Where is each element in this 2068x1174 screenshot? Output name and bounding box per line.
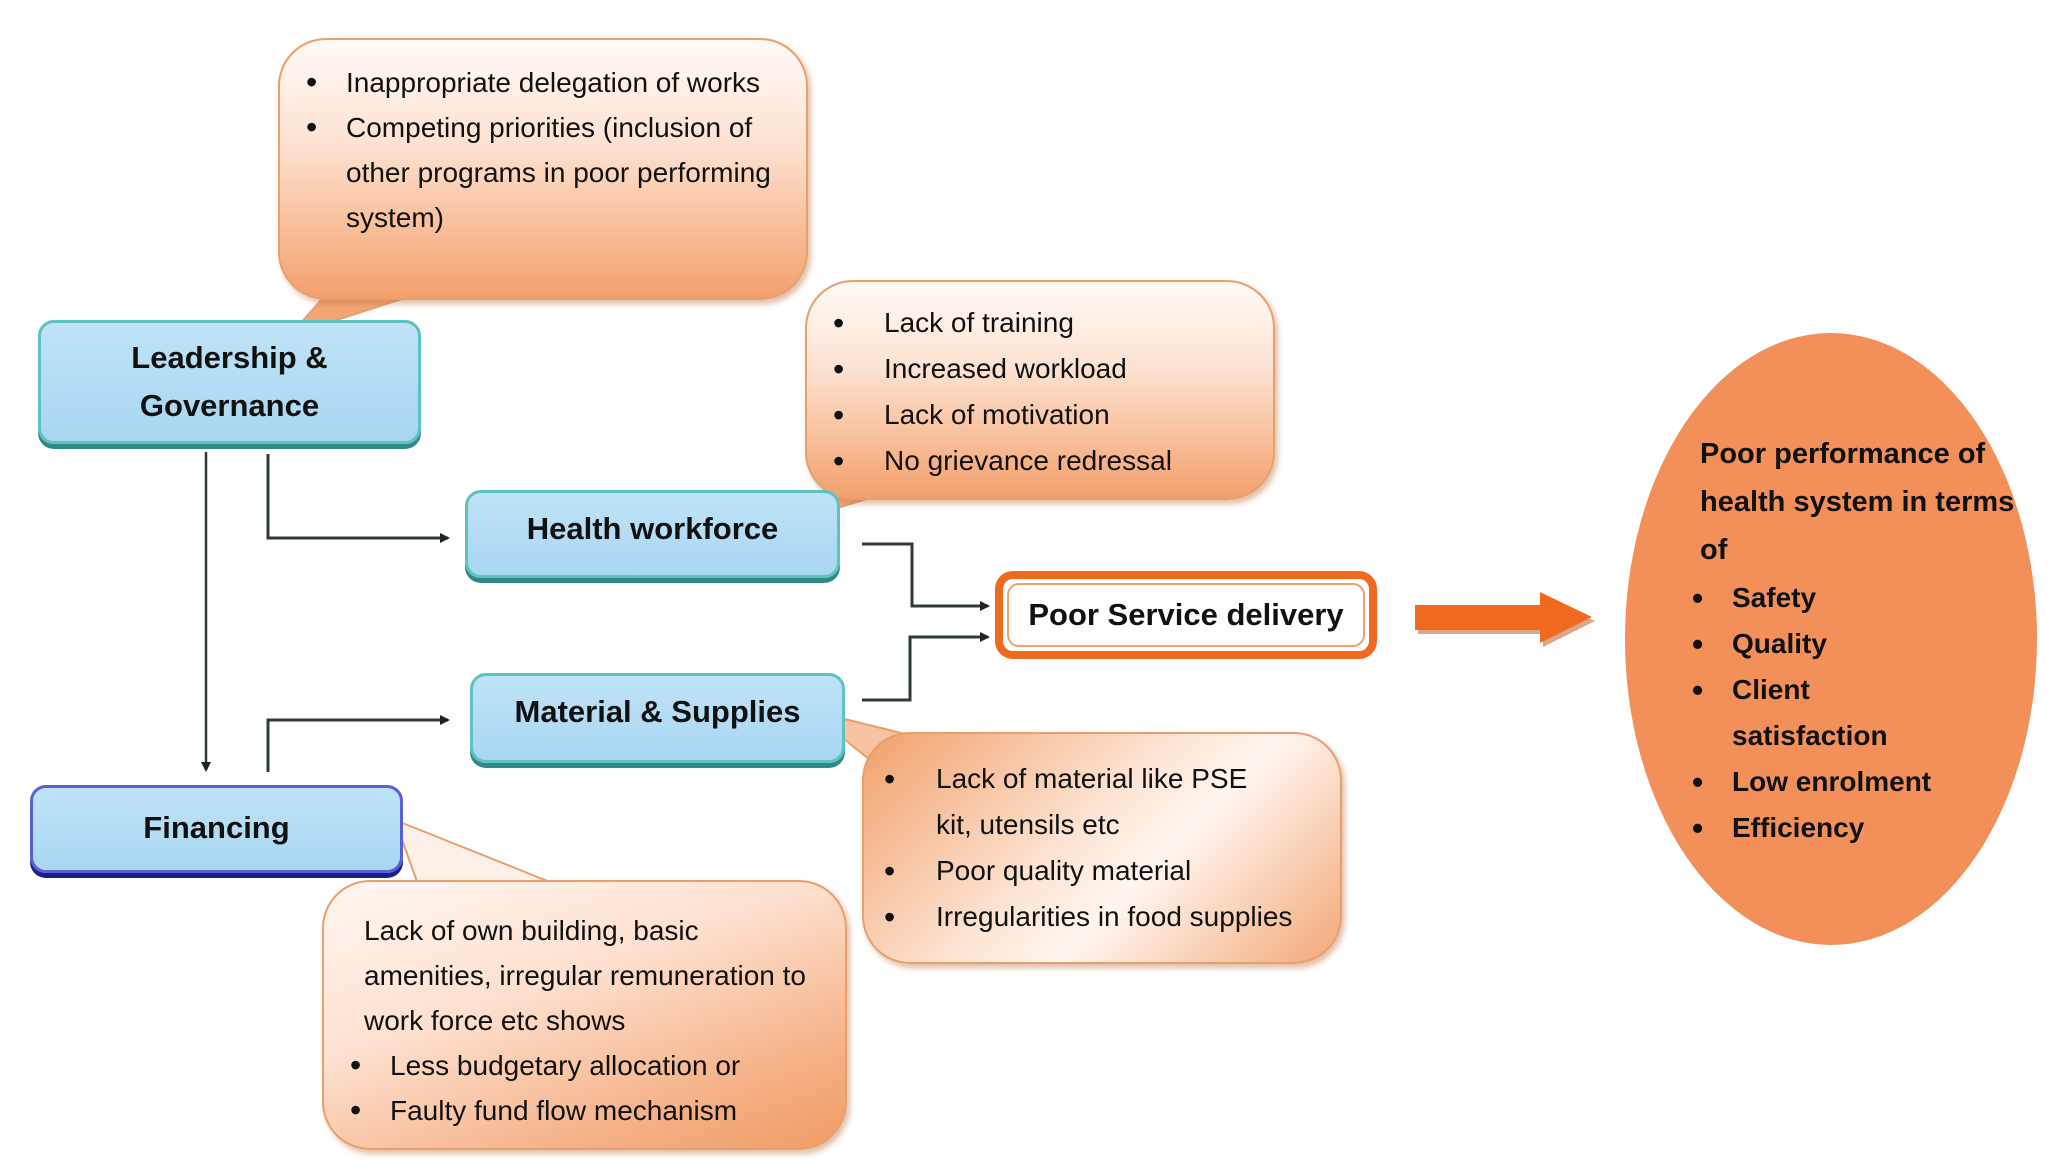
list-item: Poor quality material [878, 848, 1326, 894]
big-arrow-icon [1415, 592, 1595, 647]
list-item: Competing priorities (inclusion of other… [300, 105, 786, 240]
financing-callout-intro: Lack of own building, basic amenities, i… [364, 915, 806, 1036]
node-poor-service-delivery: Poor Service delivery [995, 571, 1377, 659]
node-leadership-governance: Leadership & Governance [38, 320, 421, 444]
list-item: Quality [1686, 621, 2006, 667]
financing-issues-list: Less budgetary allocation or Faulty fund… [344, 1043, 829, 1133]
list-item: Lack of training [827, 300, 1255, 346]
list-item: Client satisfaction [1686, 667, 2006, 759]
list-item: Faulty fund flow mechanism [344, 1088, 829, 1133]
leadership-callout: Inappropriate delegation of works Compet… [278, 38, 808, 300]
list-item: No grievance redressal [827, 438, 1255, 484]
connector-materials-delivery [862, 632, 990, 702]
materials-callout: Lack of material like PSE kit, utensils … [862, 732, 1342, 964]
materials-issues-list: Lack of material like PSE kit, utensils … [878, 756, 1326, 940]
outcome-heading: Poor performance of health system in ter… [1700, 438, 2015, 566]
list-item: Lack of motivation [827, 392, 1255, 438]
connector-workforce-delivery [862, 542, 990, 611]
connector-leadership-workforce [266, 454, 450, 543]
connector-financing-materials [266, 715, 450, 772]
list-item: Inappropriate delegation of works [300, 60, 786, 105]
list-item: Increased workload [827, 346, 1255, 392]
workforce-issues-list: Lack of training Increased workload Lack… [827, 300, 1255, 484]
workforce-callout: Lack of training Increased workload Lack… [805, 280, 1275, 500]
node-financing: Financing [30, 785, 403, 873]
list-item: Safety [1686, 575, 2006, 621]
node-health-workforce: Health workforce [465, 490, 840, 578]
financing-callout: Lack of own building, basic amenities, i… [322, 880, 847, 1150]
list-item: Low enrolment [1686, 759, 2006, 805]
leadership-issues-list: Inappropriate delegation of works Compet… [300, 60, 786, 240]
outcome-list: Safety Quality Client satisfaction Low e… [1686, 575, 2006, 851]
list-item: Irregularities in food supplies [878, 894, 1326, 940]
list-item: Less budgetary allocation or [344, 1043, 829, 1088]
node-material-supplies: Material & Supplies [470, 673, 845, 763]
list-item: Efficiency [1686, 805, 2006, 851]
list-item: Lack of material like PSE kit, utensils … [878, 756, 1266, 848]
